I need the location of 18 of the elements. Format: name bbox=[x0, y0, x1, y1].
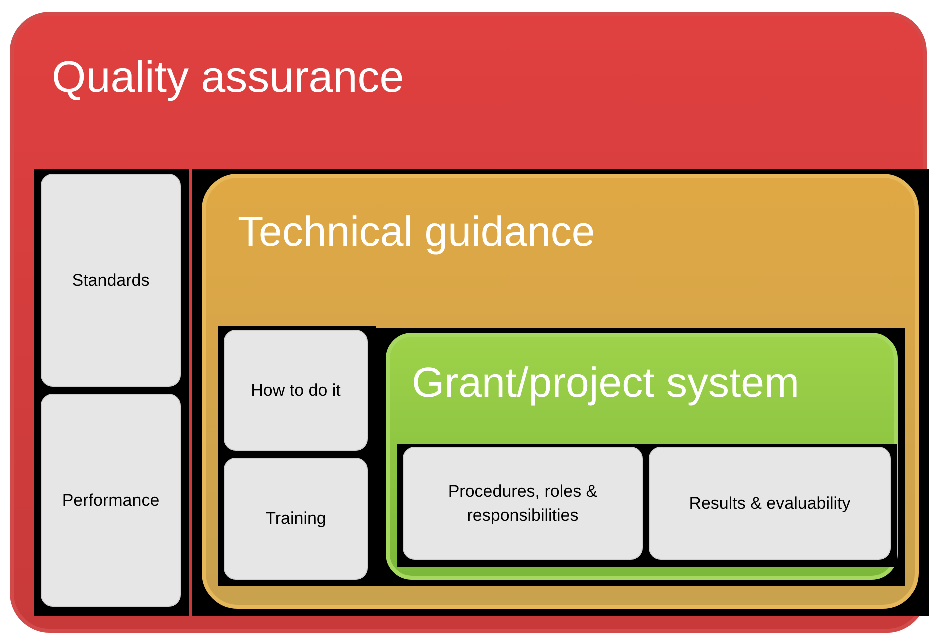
item-box bbox=[649, 447, 891, 560]
group-title: Technical guidance bbox=[238, 207, 596, 257]
item-label: Procedures, roles & responsibilities bbox=[447, 481, 599, 526]
item-label: Training bbox=[266, 508, 326, 530]
item-box bbox=[41, 174, 181, 387]
item-box bbox=[224, 330, 368, 451]
item-box bbox=[41, 394, 181, 607]
container-box bbox=[10, 12, 927, 633]
group-title: Quality assurance bbox=[52, 52, 404, 104]
item-label: Standards bbox=[72, 270, 150, 292]
item-label: Performance bbox=[62, 490, 160, 512]
container-box bbox=[202, 174, 919, 609]
item-box bbox=[403, 447, 643, 560]
item-label: Results & evaluability bbox=[689, 492, 851, 515]
item-label: How to do it bbox=[251, 380, 341, 402]
item-box bbox=[224, 458, 368, 580]
container-box bbox=[386, 333, 898, 580]
group-title: Grant/project system bbox=[412, 358, 800, 408]
